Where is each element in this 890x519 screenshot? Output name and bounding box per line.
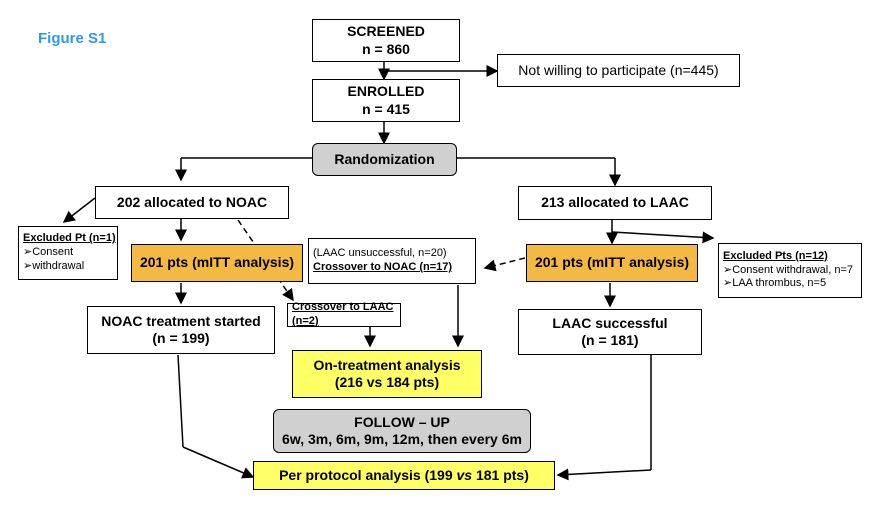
crossover-noac-box: (LAAC unsuccessful, n=20) Crossover to N… (308, 238, 476, 284)
crossover-laac-box: Crossover to LAAC (n=2) (287, 301, 401, 327)
randomization-label: Randomization (334, 150, 435, 167)
on-treatment-box: On-treatment analysis (216 vs 184 pts) (292, 350, 482, 398)
excluded-right-item: Consent withdrawal, n=7 (723, 264, 853, 278)
on-treatment-line2: (216 vs 184 pts) (334, 374, 440, 390)
screened-box: SCREENED n = 860 (312, 19, 460, 62)
randomization-box: Randomization (312, 143, 457, 176)
laac-success-line2: (n = 181) (581, 332, 639, 348)
excluded-left-title: Excluded Pt (n=1) (23, 232, 116, 245)
laac-success-box: LAAC successful (n = 181) (518, 309, 702, 355)
excluded-left-item: withdrawal (23, 260, 84, 274)
followup-line2: 6w, 3m, 6m, 9m, 12m, then every 6m (282, 431, 522, 447)
noac-started-box: NOAC treatment started (n = 199) (87, 306, 275, 354)
not-willing-label: Not willing to participate (n=445) (518, 61, 719, 78)
enrolled-title: ENROLLED (347, 83, 425, 99)
per-protocol-label: Per protocol analysis (199 vs 181 pts) (279, 466, 529, 483)
enrolled-box: ENROLLED n = 415 (312, 79, 460, 122)
noac-started-line2: (n = 199) (152, 330, 210, 346)
mitt-right-box: 201 pts (mITT analysis) (526, 244, 698, 282)
mitt-left-label: 201 pts (mITT analysis) (139, 254, 295, 271)
crossover-noac-line2: Crossover to NOAC (n=17) (313, 261, 453, 273)
excluded-right-title: Excluded Pts (n=12) (723, 249, 828, 262)
excluded-right-item: LAA thrombus, n=5 (723, 277, 826, 291)
not-willing-box: Not willing to participate (n=445) (497, 54, 740, 87)
noac-started-line1: NOAC treatment started (101, 312, 261, 329)
screened-title: SCREENED (347, 23, 425, 39)
on-treatment-line1: On-treatment analysis (313, 356, 461, 373)
mitt-left-box: 201 pts (mITT analysis) (131, 244, 303, 282)
excluded-right-box: Excluded Pts (n=12) Consent withdrawal, … (718, 243, 862, 298)
laac-allocation-label: 213 allocated to LAAC (541, 194, 689, 211)
laac-allocation-box: 213 allocated to LAAC (518, 186, 712, 220)
mitt-right-label: 201 pts (mITT analysis) (534, 254, 690, 271)
screened-count: n = 860 (362, 40, 410, 57)
crossover-noac-line1: (LAAC unsuccessful, n=20) (313, 247, 447, 260)
followup-line1: FOLLOW – UP (354, 413, 450, 430)
excluded-left-item: Consent (23, 246, 73, 260)
crossover-laac-label: Crossover to LAAC (n=2) (292, 301, 394, 327)
excluded-left-box: Excluded Pt (n=1) Consent withdrawal (18, 226, 118, 280)
per-protocol-box: Per protocol analysis (199 vs 181 pts) (253, 461, 555, 490)
noac-allocation-label: 202 allocated to NOAC (116, 193, 268, 210)
noac-allocation-box: 202 allocated to NOAC (95, 186, 289, 219)
followup-box: FOLLOW – UP 6w, 3m, 6m, 9m, 12m, then ev… (273, 409, 531, 453)
laac-success-line1: LAAC successful (552, 314, 668, 331)
figure-label: Figure S1 (38, 30, 107, 47)
enrolled-count: n = 415 (362, 100, 410, 117)
